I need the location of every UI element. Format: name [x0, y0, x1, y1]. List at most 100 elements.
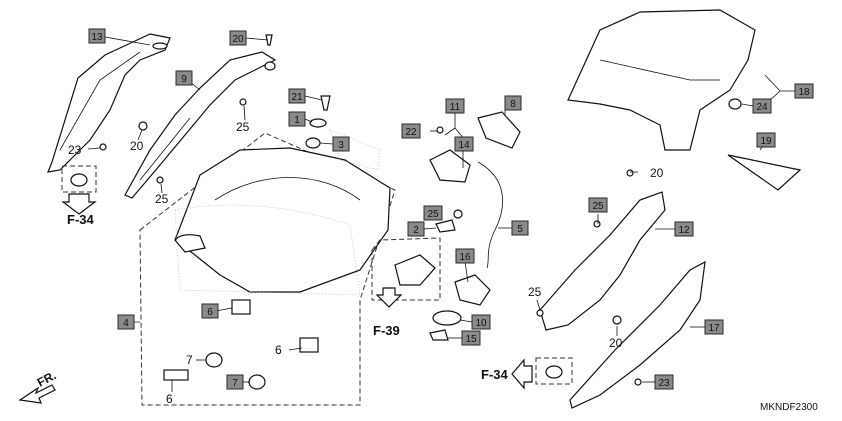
right-rear-cowl-part	[569, 260, 706, 409]
svg-text:8: 8	[510, 99, 516, 110]
callout-2: 2	[407, 221, 425, 237]
collar-part	[309, 118, 327, 128]
svg-text:18: 18	[798, 87, 810, 98]
callout-12: 12	[674, 221, 694, 237]
label-7: 7	[186, 353, 193, 367]
svg-text:14: 14	[458, 140, 470, 151]
callout-4: 4	[117, 314, 135, 330]
screw-part-7	[634, 378, 642, 386]
lock-detail-frame	[371, 237, 441, 301]
screw-part-5	[436, 126, 444, 134]
callout-20-top: 20	[229, 30, 247, 46]
svg-text:24: 24	[756, 102, 768, 113]
cushion-part-3	[728, 98, 742, 110]
cable-part	[477, 161, 503, 269]
svg-text:2: 2	[413, 225, 419, 236]
callout-9: 9	[175, 70, 193, 86]
label-6-bottom: 6	[166, 392, 173, 406]
screw-part-8	[593, 220, 601, 228]
screw-part-4	[156, 176, 164, 184]
latch-part	[429, 149, 471, 183]
lock-ring-part	[432, 310, 462, 326]
f34-right-arrow-icon	[511, 358, 533, 390]
catch-part	[477, 111, 521, 149]
svg-text:5: 5	[517, 224, 523, 235]
callout-5: 5	[511, 220, 529, 236]
svg-text:16: 16	[459, 252, 471, 263]
svg-text:6: 6	[207, 307, 213, 318]
svg-text:22: 22	[405, 127, 417, 138]
callout-10: 10	[471, 314, 491, 330]
clip-part-3	[612, 315, 622, 325]
callout-22: 22	[401, 123, 421, 139]
front-arrow-icon	[18, 384, 56, 404]
grommet-part-3	[545, 365, 563, 379]
frame-outline	[174, 204, 361, 296]
svg-text:25: 25	[592, 201, 604, 212]
label-25-right: 25	[528, 285, 542, 299]
grommet-part	[305, 137, 321, 149]
callout-17: 17	[704, 319, 724, 335]
svg-text:7: 7	[232, 378, 238, 389]
svg-text:25: 25	[427, 209, 439, 220]
screw-part	[265, 34, 273, 46]
screw-part-6	[626, 169, 634, 177]
label-20-right-bottom: 20	[609, 336, 623, 350]
callout-25-center: 25	[423, 205, 443, 221]
svg-text:4: 4	[123, 318, 129, 329]
strap-part	[727, 154, 802, 191]
label-6-right: 6	[275, 343, 282, 357]
grommet-part-2	[70, 173, 88, 187]
svg-text:10: 10	[475, 318, 487, 329]
f39-arrow-icon	[375, 287, 403, 308]
right-side-cover-part	[539, 191, 666, 331]
callout-21: 21	[288, 88, 306, 104]
svg-text:21: 21	[291, 92, 303, 103]
f34-left-arrow-icon	[61, 193, 97, 215]
clip-part	[138, 121, 148, 131]
callout-14: 14	[454, 136, 474, 152]
ref-f34-right: F-34	[481, 367, 509, 382]
callout-11: 11	[445, 98, 465, 114]
seat-kit-frame	[139, 132, 396, 406]
svg-text:9: 9	[181, 74, 187, 85]
cushion-part	[205, 352, 223, 368]
left-rear-cowl-part	[47, 33, 171, 173]
callout-24: 24	[752, 98, 772, 114]
callout-6-boxed: 6	[201, 303, 219, 319]
svg-text:19: 19	[760, 136, 772, 147]
clip-part-2	[435, 219, 456, 233]
bolt-part	[320, 95, 331, 111]
diagram-code: MKNDF2300	[760, 402, 818, 413]
lock-bracket-part	[394, 254, 436, 286]
callout-16: 16	[455, 248, 475, 264]
svg-text:20: 20	[232, 34, 244, 45]
callout-15: 15	[461, 330, 481, 346]
label-23-left: 23	[68, 143, 82, 157]
svg-text:11: 11	[450, 102, 461, 113]
svg-text:23: 23	[658, 378, 670, 389]
f34-left-frame	[61, 165, 97, 193]
callout-23-right: 23	[654, 374, 674, 390]
ref-f39: F-39	[373, 323, 400, 338]
screw-part-3	[239, 98, 247, 106]
seat-part	[174, 147, 391, 293]
callout-18: 18	[794, 83, 814, 99]
callout-13: 13	[88, 28, 106, 44]
label-20-left: 20	[130, 139, 144, 153]
callout-3: 3	[332, 136, 350, 152]
screw-part-2	[99, 143, 107, 151]
callout-7-boxed: 7	[226, 374, 244, 390]
svg-text:12: 12	[678, 225, 690, 236]
seat-lock-part	[454, 274, 491, 306]
callout-25-right: 25	[588, 197, 608, 213]
bracket-part-2	[163, 369, 189, 381]
cushion-part-2	[248, 374, 266, 390]
left-inner-cover-part	[124, 51, 277, 199]
bracket-part	[231, 299, 251, 315]
svg-text:3: 3	[338, 140, 344, 151]
svg-text:1: 1	[294, 115, 300, 126]
bolt-part-2	[453, 209, 463, 219]
svg-text:13: 13	[91, 32, 103, 43]
